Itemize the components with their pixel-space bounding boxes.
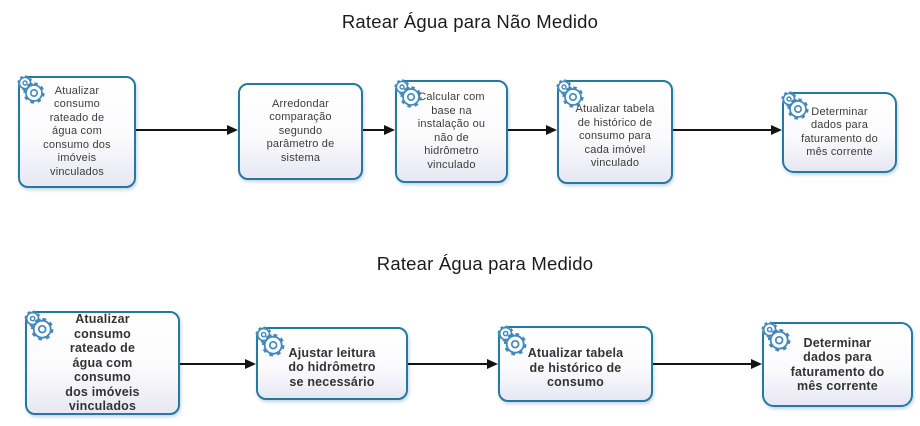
arrowhead-icon	[771, 125, 782, 135]
task-label: Ajustar leitura do hidrômetro se necessá…	[288, 345, 376, 389]
flow-arrow	[408, 358, 498, 370]
task-determinar-dados-faturamento-medido[interactable]: Determinar dados para faturamento do mês…	[761, 321, 913, 407]
arrowhead-icon	[751, 359, 762, 369]
flow-arrow	[508, 124, 557, 136]
flow-arrow	[363, 124, 395, 136]
arrowhead-icon	[546, 125, 557, 135]
task-determinar-dados-faturamento-nao-medido[interactable]: Determinar dados para faturamento do mês…	[781, 91, 897, 173]
task-label: Determinar dados para faturamento do mês…	[790, 335, 885, 394]
task-arredondar-comparacao[interactable]: Arredondar comparação segundo parâmetro …	[238, 83, 363, 180]
task-label: Calcular com base na instalação ou não d…	[417, 91, 486, 171]
task-atualizar-tabela-historico-medido[interactable]: Atualizar tabela de histórico de consumo	[497, 325, 653, 402]
diagram-title-medido: Ratear Água para Medido	[376, 253, 594, 274]
task-label: Atualizar tabela de histórico de consumo	[527, 346, 624, 390]
arrowhead-icon	[227, 125, 238, 135]
task-label: Atualizar tabela de histórico de consumo…	[575, 103, 655, 170]
task-label: Arredondar comparação segundo parâmetro …	[266, 97, 335, 164]
task-atualizar-tabela-historico-nao-medido[interactable]: Atualizar tabela de histórico de consumo…	[556, 79, 673, 184]
task-atualizar-consumo-rateado-medido[interactable]: Atualizar consumo rateado de água com co…	[24, 310, 180, 415]
diagram-title-nao-medido: Ratear Água para Não Medido	[341, 11, 599, 32]
flow-arrow	[673, 124, 782, 136]
arrowhead-icon	[245, 359, 256, 369]
task-atualizar-consumo-rateado-nao-medido[interactable]: Atualizar consumo rateado de água com co…	[17, 75, 136, 188]
task-ajustar-leitura-hidrometro[interactable]: Ajustar leitura do hidrômetro se necessá…	[255, 326, 408, 400]
flow-arrow	[136, 124, 238, 136]
task-calcular-base-instalacao[interactable]: Calcular com base na instalação ou não d…	[394, 79, 508, 183]
arrowhead-icon	[487, 359, 498, 369]
flow-arrow	[180, 358, 256, 370]
flow-arrow	[653, 358, 762, 370]
arrowhead-icon	[384, 125, 395, 135]
task-label: Atualizar consumo rateado de água com co…	[43, 84, 111, 178]
task-label: Determinar dados para faturamento do mês…	[801, 105, 878, 159]
task-label: Atualizar consumo rateado de água com co…	[65, 312, 140, 414]
